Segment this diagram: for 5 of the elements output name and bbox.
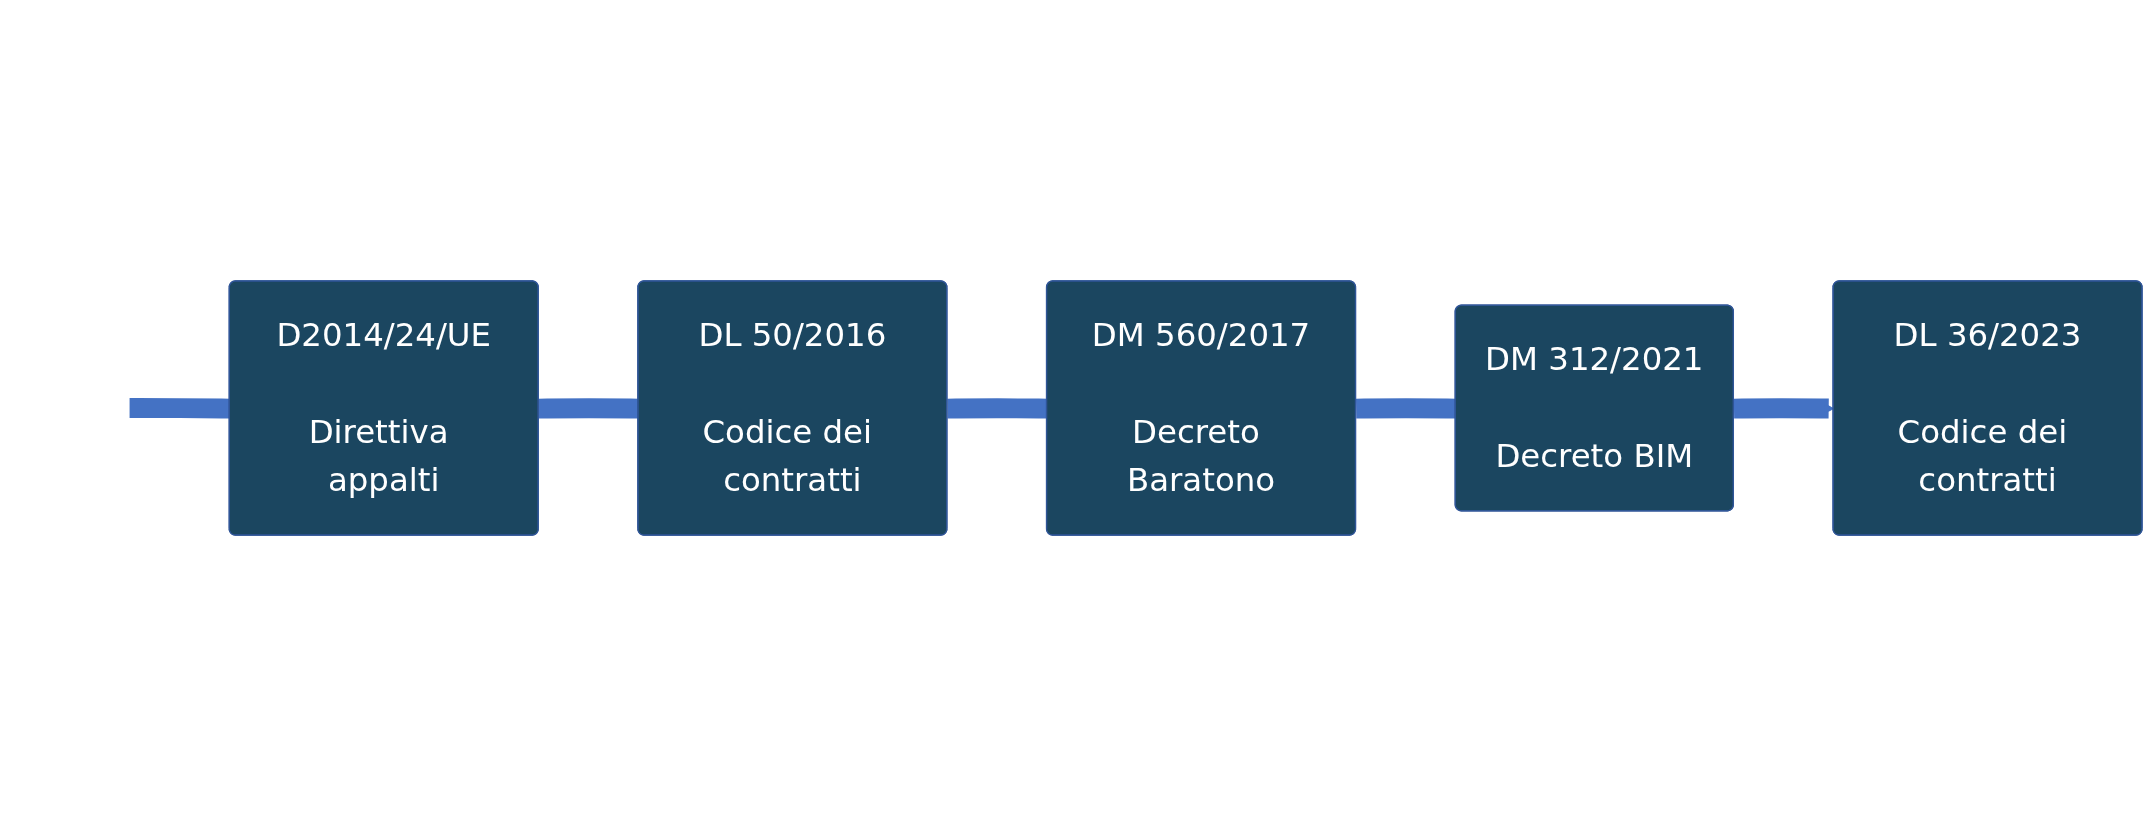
rounded-box: DM 312/2021 Decreto BIM: [1454, 304, 1734, 512]
rounded-box: D2014/24/UE Direttiva appalti: [228, 280, 539, 536]
rounded-box: DM 560/2017 Decreto Baratono: [1045, 280, 1357, 536]
rounded-box: DL 50/2016 Codice dei contratti: [637, 280, 948, 536]
rounded-box: DL 36/2023 Codice dei contratti: [1832, 280, 2143, 536]
